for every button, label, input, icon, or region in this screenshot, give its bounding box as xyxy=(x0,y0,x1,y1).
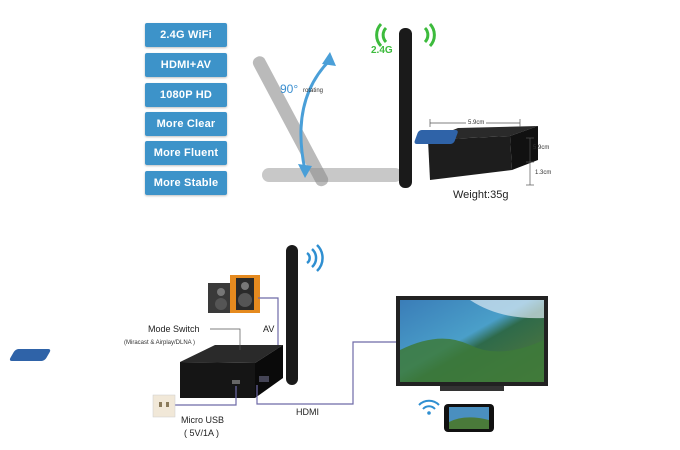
rotation-angle: 90° xyxy=(280,82,299,96)
depth-dimension: 5.9cm xyxy=(533,145,550,151)
wifi-signal-icon xyxy=(375,22,436,48)
wifi-signal-icon-bottom xyxy=(306,244,324,272)
mode-switch-sub-label: (Miracast & Airplay/DLNA ) xyxy=(124,340,196,346)
antenna-upright xyxy=(399,28,412,188)
wifi-icon-phone xyxy=(418,399,440,415)
feature-badge-more-fluent: More Fluent xyxy=(145,141,227,165)
antenna-tilted-ghost xyxy=(252,56,329,187)
feature-badge-more-stable: More Stable xyxy=(145,171,227,195)
feature-badge-more-clear: More Clear xyxy=(145,112,227,136)
mode-switch-label: Mode Switch xyxy=(148,324,200,334)
hdmi-cable xyxy=(256,341,420,405)
height-dimension: 1.3cm xyxy=(535,170,552,176)
av-label: AV xyxy=(263,324,275,334)
rotation-arrow xyxy=(299,58,332,171)
rotation-label: rotating xyxy=(303,88,324,94)
speakers-icon xyxy=(208,275,260,313)
receiver-device-top xyxy=(414,126,538,180)
hdmi-label: HDMI xyxy=(296,407,319,417)
wifi-band-label: 2.4G xyxy=(371,45,393,56)
feature-badge-hdmi-av: HDMI+AV xyxy=(145,53,227,77)
weight-label: Weight:35g xyxy=(453,189,509,201)
micro-usb-label: Micro USB xyxy=(181,415,225,425)
tv-display xyxy=(396,296,548,391)
feature-badge-wifi: 2.4G WiFi xyxy=(145,23,227,47)
smartphone-icon xyxy=(444,404,494,432)
receiver-device-bottom xyxy=(9,345,283,398)
av-cable xyxy=(258,297,279,360)
micro-usb-power-label: ( 5V/1A ) xyxy=(184,428,220,438)
power-adapter-icon xyxy=(152,394,176,418)
width-dimension: 5.9cm xyxy=(466,120,487,126)
antenna-horizontal-ghost xyxy=(262,168,402,182)
usb-cable xyxy=(173,386,237,406)
antenna-bottom xyxy=(286,245,298,385)
feature-badge-1080p: 1080P HD xyxy=(145,83,227,107)
